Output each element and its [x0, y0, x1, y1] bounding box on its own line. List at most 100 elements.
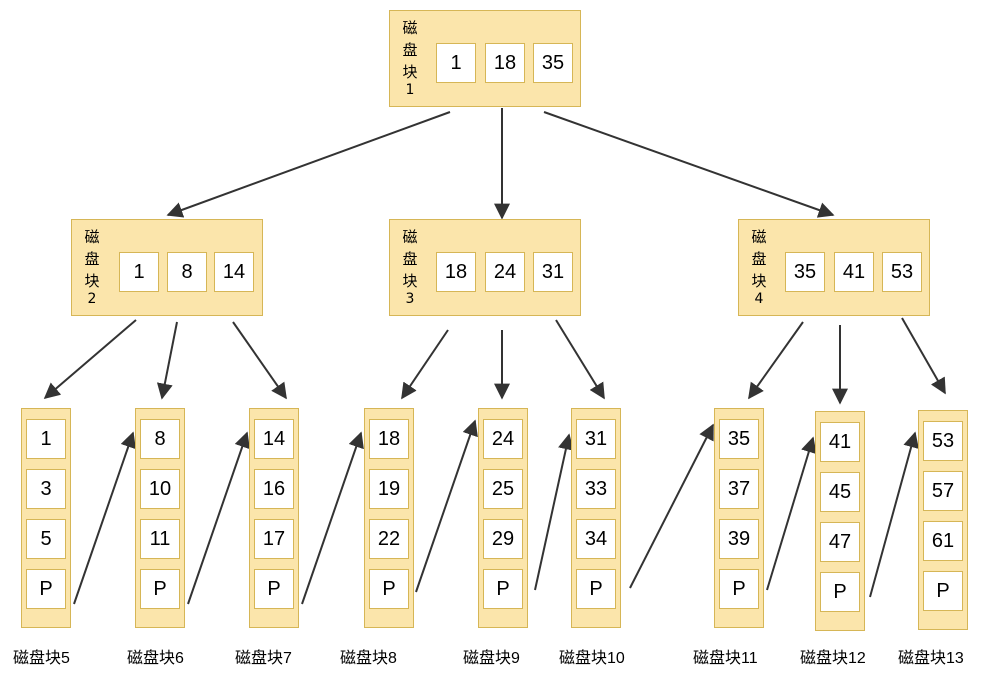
disk-block-9-leaf: 24 25 29 P: [478, 408, 528, 628]
key-cell: 61: [923, 521, 963, 561]
key-cell: 18: [436, 252, 476, 292]
label-char: 块: [84, 272, 100, 290]
key-cell: 53: [923, 421, 963, 461]
key-cell: 24: [485, 252, 525, 292]
leaf-caption-block11: 磁盘块11: [693, 650, 758, 667]
label-number: 3: [405, 291, 415, 307]
next-pointer-cell: P: [369, 569, 409, 609]
key-cell: 1: [436, 43, 476, 83]
disk-block-label: 磁 盘 块 2: [84, 226, 100, 306]
key-cell: 1: [119, 252, 159, 292]
arrow-block4-to-block11: [748, 321, 804, 400]
disk-block-1-node: 磁 盘 块 1 1 18 35: [389, 10, 581, 107]
arrow-block2-to-block5: [43, 319, 137, 400]
arrow-root-to-block4: [543, 111, 835, 218]
disk-block-label: 磁 盘 块 4: [751, 226, 767, 306]
next-pointer-cell: P: [26, 569, 66, 609]
key-cell: 41: [820, 422, 860, 462]
key-cell: 18: [485, 43, 525, 83]
label-number: 2: [87, 291, 97, 307]
key-cell: 35: [719, 419, 759, 459]
key-cell: 29: [483, 519, 523, 559]
label-char: 磁: [751, 228, 767, 246]
key-cell: 37: [719, 469, 759, 509]
key-cell: 25: [483, 469, 523, 509]
label-char: 磁: [402, 228, 418, 246]
disk-block-3-node: 磁 盘 块 3 18 24 31: [389, 219, 581, 316]
label-char: 磁: [402, 19, 418, 37]
key-cell: 35: [533, 43, 573, 83]
leaf-caption-block9: 磁盘块9: [463, 650, 520, 667]
key-cell: 19: [369, 469, 409, 509]
key-cell: 24: [483, 419, 523, 459]
disk-block-10-leaf: 31 33 34 P: [571, 408, 621, 628]
arrow-block2-to-block7: [232, 321, 287, 400]
key-cell: 5: [26, 519, 66, 559]
label-char: 盘: [751, 250, 767, 268]
key-cell: 34: [576, 519, 616, 559]
key-cell: 41: [834, 252, 874, 292]
next-pointer-cell: P: [254, 569, 294, 609]
key-cell: 16: [254, 469, 294, 509]
next-pointer-cell: P: [820, 572, 860, 612]
key-cell: 14: [214, 252, 254, 292]
key-cell: 3: [26, 469, 66, 509]
label-char: 块: [402, 272, 418, 290]
pointer-block5-to-block6: [73, 431, 136, 605]
key-cell: 10: [140, 469, 180, 509]
pointer-block8-to-block9: [415, 419, 478, 593]
key-cell: 31: [533, 252, 573, 292]
disk-block-7-leaf: 14 16 17 P: [249, 408, 299, 628]
disk-block-12-leaf: 41 45 47 P: [815, 411, 865, 631]
disk-block-label: 磁 盘 块 3: [402, 226, 418, 306]
next-pointer-cell: P: [923, 571, 963, 611]
key-cell: 31: [576, 419, 616, 459]
leaf-caption-block10: 磁盘块10: [559, 650, 625, 667]
next-pointer-cell: P: [483, 569, 523, 609]
key-cell: 39: [719, 519, 759, 559]
leaf-caption-block12: 磁盘块12: [800, 650, 866, 667]
key-cell: 17: [254, 519, 294, 559]
leaf-caption-block7: 磁盘块7: [235, 650, 292, 667]
pointer-block11-to-block12: [766, 436, 817, 591]
arrow-block4-to-block13: [901, 317, 946, 395]
label-number: 1: [405, 82, 415, 98]
key-cell: 8: [167, 252, 207, 292]
key-cell: 35: [785, 252, 825, 292]
disk-block-8-leaf: 18 19 22 P: [364, 408, 414, 628]
label-char: 磁: [84, 228, 100, 246]
label-number: 4: [754, 291, 764, 307]
disk-block-11-leaf: 35 37 39 P: [714, 408, 764, 628]
pointer-block10-to-block11: [629, 423, 714, 589]
key-cell: 53: [882, 252, 922, 292]
label-char: 盘: [84, 250, 100, 268]
leaf-caption-block6: 磁盘块6: [127, 650, 184, 667]
leaf-caption-block8: 磁盘块8: [340, 650, 397, 667]
disk-block-4-node: 磁 盘 块 4 35 41 53: [738, 219, 930, 316]
key-cell: 14: [254, 419, 294, 459]
disk-block-6-leaf: 8 10 11 P: [135, 408, 185, 628]
label-char: 块: [751, 272, 767, 290]
disk-block-13-leaf: 53 57 61 P: [918, 410, 968, 630]
label-char: 块: [402, 63, 418, 81]
leaf-caption-block5: 磁盘块5: [13, 650, 70, 667]
disk-block-label: 磁 盘 块 1: [402, 17, 418, 97]
arrow-block3-to-block10: [555, 319, 605, 400]
leaf-caption-block13: 磁盘块13: [898, 650, 964, 667]
arrow-block2-to-block6: [156, 321, 178, 400]
key-cell: 18: [369, 419, 409, 459]
pointer-block6-to-block7: [187, 431, 250, 605]
key-cell: 45: [820, 472, 860, 512]
arrow-block3-to-block8: [401, 329, 449, 400]
key-cell: 8: [140, 419, 180, 459]
next-pointer-cell: P: [140, 569, 180, 609]
next-pointer-cell: P: [576, 569, 616, 609]
disk-block-5-leaf: 1 3 5 P: [21, 408, 71, 628]
pointer-block7-to-block8: [301, 431, 364, 605]
label-char: 盘: [402, 41, 418, 59]
key-cell: 22: [369, 519, 409, 559]
pointer-block12-to-block13: [869, 431, 919, 598]
key-cell: 11: [140, 519, 180, 559]
next-pointer-cell: P: [719, 569, 759, 609]
pointer-block9-to-block10: [534, 433, 574, 591]
